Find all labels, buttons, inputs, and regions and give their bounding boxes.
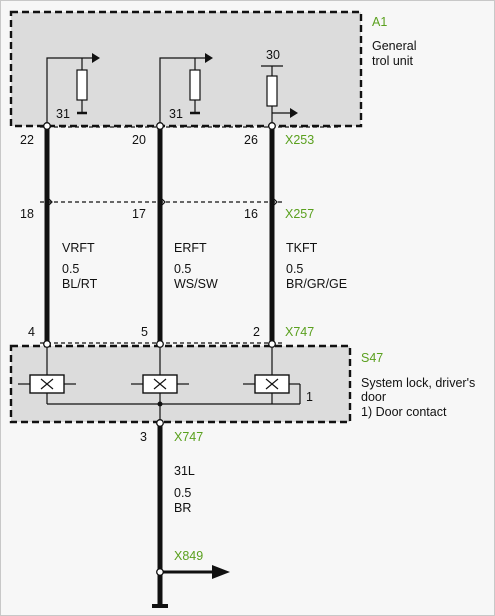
x257-pin-17: 17 bbox=[132, 207, 146, 221]
wire-31l-color: BR bbox=[174, 501, 191, 515]
s47-id-label: S47 bbox=[361, 351, 383, 365]
a1-name-line2: trol unit bbox=[372, 54, 414, 68]
resistor-icon bbox=[189, 69, 201, 101]
door-contact-switch-icon bbox=[254, 374, 290, 394]
wire-vrft-size: 0.5 bbox=[62, 262, 79, 276]
wire-31l-name: 31L bbox=[174, 464, 195, 478]
x747-connector-label-top: X747 bbox=[285, 325, 314, 339]
a1-name-line1: General bbox=[372, 39, 416, 53]
x253-connector-label: X253 bbox=[285, 133, 314, 147]
x257-connector-label: X257 bbox=[285, 207, 314, 221]
resistor-icon bbox=[76, 69, 88, 101]
resistor-icon bbox=[266, 75, 278, 107]
connector-pins bbox=[43, 122, 276, 576]
wire-tkft-name: TKFT bbox=[286, 241, 318, 255]
s47-desc-line1: System lock, driver's bbox=[361, 376, 475, 390]
wire-erft-color: WS/SW bbox=[174, 277, 218, 291]
door-contact-switch-icon bbox=[29, 374, 65, 394]
signal-arrow-icon bbox=[92, 53, 100, 63]
x253-pin-20: 20 bbox=[132, 133, 146, 147]
s47-desc-line3: 1) Door contact bbox=[361, 405, 447, 419]
x257-pin-16: 16 bbox=[244, 207, 258, 221]
wire-erft-size: 0.5 bbox=[174, 262, 191, 276]
x253-pin-22: 22 bbox=[20, 133, 34, 147]
a1-supply-label: 30 bbox=[266, 48, 280, 62]
s47-desc-line2: door bbox=[361, 390, 386, 404]
signal-arrow-icon bbox=[205, 53, 213, 63]
arrow-right-icon bbox=[212, 565, 230, 579]
ground-icon bbox=[152, 604, 168, 608]
x849-connector-label: X849 bbox=[174, 549, 203, 563]
x747-pin-4: 4 bbox=[28, 325, 35, 339]
a1-internal-circuit-1: 31 bbox=[46, 53, 100, 123]
x747-pin-3: 3 bbox=[140, 430, 147, 444]
a1-internal-circuit-2: 31 bbox=[159, 53, 213, 123]
x747-pin-5: 5 bbox=[141, 325, 148, 339]
wire-tkft-size: 0.5 bbox=[286, 262, 303, 276]
a1-control-unit-box bbox=[9, 10, 363, 128]
wire-vrft-name: VRFT bbox=[62, 241, 95, 255]
door-contact-switch-icon bbox=[142, 374, 178, 394]
junction-dot bbox=[157, 401, 163, 407]
wire-tkft-color: BR/GR/GE bbox=[286, 277, 347, 291]
a1-internal-circuit-3: 30 bbox=[261, 48, 298, 123]
a1-ground-label-2: 31 bbox=[169, 107, 183, 121]
a1-id-label: A1 bbox=[372, 15, 387, 29]
signal-arrow-icon bbox=[290, 108, 298, 118]
a1-ground-label-1: 31 bbox=[56, 107, 70, 121]
x257-pin-18: 18 bbox=[20, 207, 34, 221]
wire-31l-size: 0.5 bbox=[174, 486, 191, 500]
wire-erft-name: ERFT bbox=[174, 241, 207, 255]
x747-pin-2: 2 bbox=[253, 325, 260, 339]
x747-connector-label-bottom: X747 bbox=[174, 430, 203, 444]
s47-pin-label: 1 bbox=[306, 390, 313, 404]
wire-vrft-color: BL/RT bbox=[62, 277, 98, 291]
x253-pin-26: 26 bbox=[244, 133, 258, 147]
